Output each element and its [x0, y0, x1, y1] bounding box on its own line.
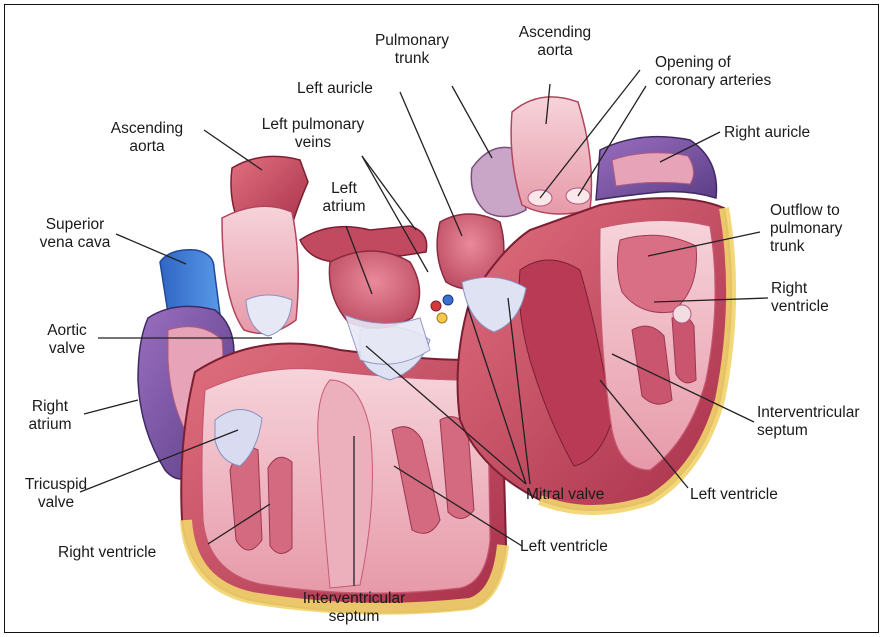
label-opening-coronary-arteries: Opening of coronary arteries	[655, 54, 771, 90]
label-right-auricle: Right auricle	[724, 124, 810, 142]
label-interventricular-septum-bottom: Interventricular septum	[284, 590, 424, 626]
label-superior-vena-cava: Superior vena cava	[28, 216, 122, 252]
label-left-auricle: Left auricle	[297, 80, 373, 98]
label-ascending-aorta-top: Ascending aorta	[505, 24, 605, 60]
coronary-vessel-sections	[431, 295, 453, 323]
label-aortic-valve: Aortic valve	[28, 322, 106, 358]
label-interventricular-septum-right: Interventricular septum	[757, 404, 860, 440]
label-tricuspid-valve: Tricuspid valve	[14, 476, 98, 512]
label-left-atrium: Left atrium	[312, 180, 376, 216]
papillary-muscle-right	[673, 305, 691, 323]
label-left-ventricle-bottom: Left ventricle	[520, 538, 608, 556]
label-ascending-aorta-left: Ascending aorta	[92, 120, 202, 156]
label-left-ventricle-right: Left ventricle	[690, 486, 778, 504]
label-mitral-valve: Mitral valve	[526, 486, 604, 504]
label-left-pulmonary-veins: Left pulmonary veins	[243, 116, 383, 152]
label-right-atrium: Right atrium	[16, 398, 84, 434]
label-outflow-pulmonary-trunk: Outflow to pulmonary trunk	[770, 202, 842, 256]
right-auricle-inner	[612, 153, 694, 186]
label-pulmonary-trunk: Pulmonary trunk	[362, 32, 462, 68]
label-right-ventricle-right: Right ventricle	[771, 280, 829, 316]
left-atrium	[329, 251, 419, 328]
label-right-ventricle-bottom: Right ventricle	[58, 544, 156, 562]
